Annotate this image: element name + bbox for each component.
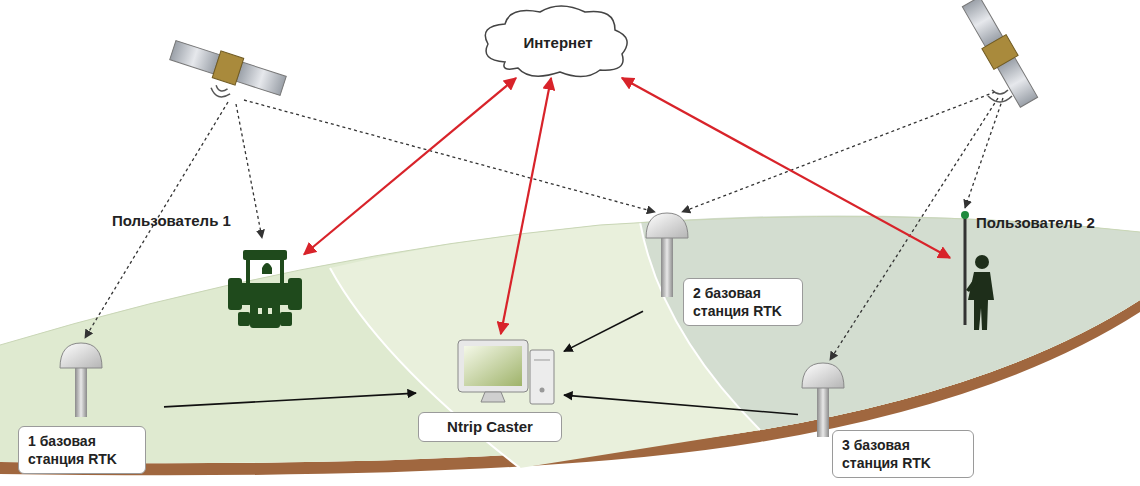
field-strip <box>640 215 1140 430</box>
signal-line <box>965 98 1003 208</box>
computer <box>458 340 554 404</box>
field-line <box>0 216 1140 345</box>
signal-line <box>244 100 655 212</box>
data-link <box>564 395 798 414</box>
signal-arc <box>988 90 1012 102</box>
server-node: Ntrip Caster <box>416 334 564 444</box>
user-node: Пользователь 1 <box>226 244 304 330</box>
label-plate: 3 базовая станция RTK <box>832 430 974 478</box>
node-label: Ntrip Caster <box>428 418 552 436</box>
node-label: 2 базовая станция RTK <box>693 284 793 320</box>
internet-link <box>304 78 516 255</box>
label-plate: Ntrip Caster <box>418 412 562 442</box>
base-station-antenna <box>802 363 844 437</box>
signal-line <box>830 98 998 360</box>
user-node: Пользователь 2 <box>950 205 980 327</box>
base-station-antenna <box>646 213 688 297</box>
user-label: Пользователь 2 <box>976 214 1095 232</box>
data-link <box>164 393 416 407</box>
node-label: 1 базовая станция RTK <box>28 432 136 468</box>
tractor <box>228 250 302 328</box>
node-label: Интернет <box>523 34 592 52</box>
label-plate: 1 базовая станция RTK <box>18 426 146 474</box>
cloud <box>485 6 627 77</box>
label-plate: 2 базовая станция RTK <box>683 278 803 326</box>
node-label: 3 базовая станция RTK <box>842 436 964 472</box>
user-label: Пользователь 1 <box>112 212 231 230</box>
base-station-node: 1 базовая станция RTK <box>16 338 164 484</box>
base-station-antenna <box>60 343 102 417</box>
data-link <box>564 311 643 351</box>
field-line <box>640 222 760 430</box>
satellite <box>959 0 1041 109</box>
base-station-node: 2 базовая станция RTK <box>643 208 805 332</box>
internet-link <box>501 78 551 334</box>
signal-line <box>236 104 262 238</box>
internet-link <box>622 78 950 258</box>
cloud-node: Интернет <box>488 8 628 78</box>
base-station-node: 3 базовая станция RTK <box>798 360 978 484</box>
satellite <box>164 37 288 115</box>
signal-line <box>682 92 995 212</box>
